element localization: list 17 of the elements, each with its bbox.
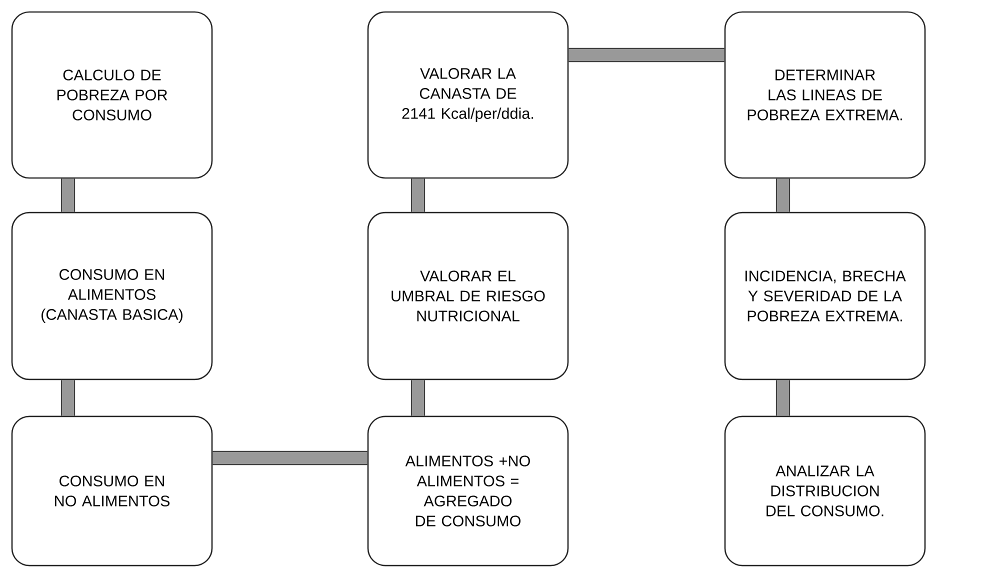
- process-box: CONSUMO EN NO ALIMENTOS: [11, 416, 213, 566]
- process-box: DETERMINAR LAS LINEAS DE POBREZA EXTREMA.: [724, 11, 926, 179]
- connector-bar: [776, 178, 790, 212]
- connector-bar: [410, 380, 426, 416]
- connector-bar: [60, 380, 76, 416]
- process-box: ANALIZAR LA DISTRIBUCION DEL CONSUMO.: [724, 416, 926, 566]
- connector-bar: [212, 450, 368, 466]
- process-box: VALORAR LA CANASTA DE 2141 Kcal/per/ddia.: [367, 11, 569, 179]
- connector-bar: [60, 178, 76, 212]
- process-box: INCIDENCIA, BRECHA Y SEVERIDAD DE LA POBREZA EXTREMA.: [724, 212, 926, 380]
- process-box: CALCULO DE POBREZA POR CONSUMO: [11, 11, 213, 179]
- connector-bar: [776, 380, 790, 416]
- connector-bar: [568, 48, 724, 62]
- process-box: VALORAR EL UMBRAL DE RIESGO NUTRICIONAL: [367, 212, 569, 380]
- process-box: ALIMENTOS +NO ALIMENTOS = AGREGADO DE CONSUMO: [367, 416, 569, 566]
- process-box: CONSUMO EN ALIMENTOS (CANASTA BASICA): [11, 212, 213, 380]
- connector-bar: [410, 178, 426, 212]
